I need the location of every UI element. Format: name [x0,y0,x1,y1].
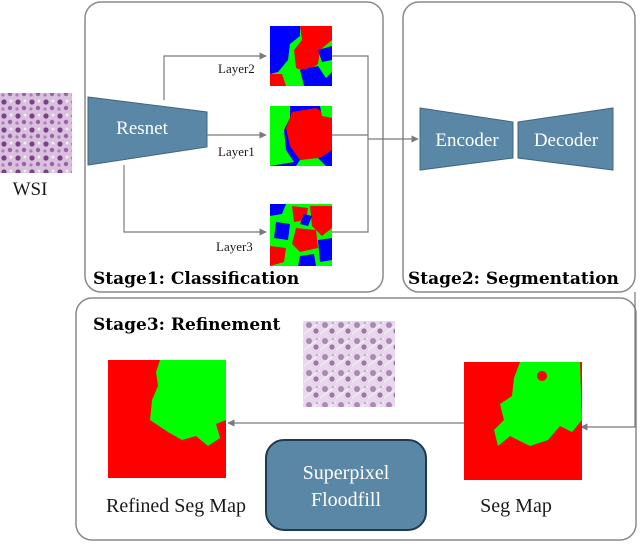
layer1-label: Layer1 [218,144,255,159]
layer2-label: Layer2 [218,61,255,76]
refined-seg-map-label: Refined Seg Map [106,495,246,517]
refined-seg-map-image [108,360,226,478]
superpixel-floodfill-block [265,439,427,531]
method-line2: Floodfill [311,489,381,511]
layer2-map [270,26,332,86]
layer1-map [270,106,332,166]
wsi-label: WSI [13,179,48,200]
stage3-panel [75,297,637,541]
encoder-block [419,107,514,171]
stage2-panel [402,1,636,293]
method-line1: Superpixel [303,462,390,484]
layer3-label: Layer3 [216,239,253,254]
seg-map-label: Seg Map [480,495,552,517]
layer2-connector [163,52,267,100]
stage3-title: Stage3: Refinement [93,315,281,335]
tissue-patch-image [303,321,395,407]
decoder-label: Decoder [534,130,599,151]
stage1-title: Stage1: Classification [93,269,299,289]
stage2-title: Stage2: Segmentation [408,269,619,289]
seg-map-image [464,362,582,480]
layer3-connector [123,165,267,236]
decoder-block [517,107,614,171]
merge-connector [332,55,369,233]
layer3-map [270,204,332,266]
resnet-label: Resnet [116,118,168,139]
resnet-block [87,96,208,166]
encoder-label: Encoder [435,130,499,151]
to-seg-map-arrow [580,292,636,431]
wsi-image [0,93,72,173]
stage1-panel [84,1,384,293]
